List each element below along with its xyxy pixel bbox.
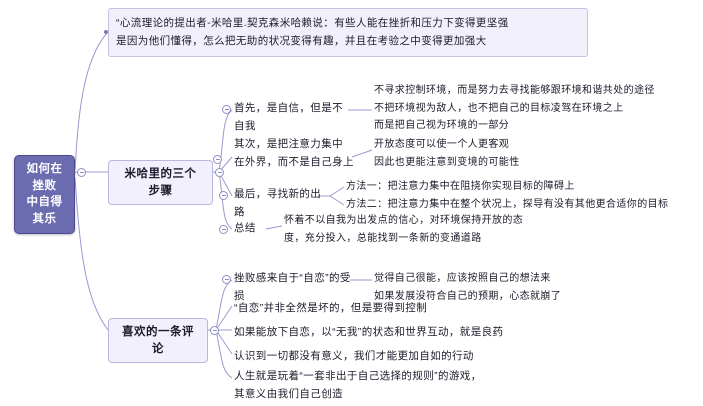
b2-child2-label[interactable]: “自恋”并非全然是坏的，但是要得到控制 — [234, 302, 428, 314]
b1-child1-toggle[interactable] — [222, 105, 231, 114]
b1-child2-toggle[interactable] — [213, 155, 222, 164]
b2-child1-toggle[interactable] — [222, 275, 231, 284]
root-node[interactable]: 如何在挫败 中自得其乐 — [14, 155, 75, 234]
b1-child1-label[interactable]: 首先，是自信，但是不自我 — [234, 102, 343, 132]
b1-child4-detail[interactable]: 怀着不以自我为出发点的信心，对环境保持开放的态 度，充分投入，总能找到一条新的变… — [284, 215, 524, 244]
b1-child2-detail[interactable]: 开放态度可以使一个人更客观 因此也更能注意到变境的可能性 — [374, 139, 520, 168]
b1-child1-detail[interactable]: 不寻求控制环境，而是努力去寻找能够跟环境和谐共处的途径 不把环境视为敌人，也不把… — [374, 85, 655, 131]
b1-child3-detail[interactable]: 方法一：把注意力集中在阻挠你实现目标的障碍上 方法二：把注意力集中在整个状况上，… — [346, 181, 669, 210]
b1-child3-toggle[interactable] — [219, 191, 228, 200]
b2-child5-label[interactable]: 人生就是玩着“一套非出于自己选择的规则”的游戏， 其意义由我们自己创造 — [234, 370, 482, 400]
branch1-collapse-toggle[interactable] — [215, 168, 224, 177]
b1-child4-toggle[interactable] — [219, 225, 228, 234]
quote-anchor-dot — [104, 30, 108, 34]
b2-child3-label[interactable]: 如果能放下自恋，以“无我”的状态和世界互动，就是良药 — [234, 326, 504, 338]
branch-mihaly-three-steps[interactable]: 米哈里的三个步骤 — [108, 160, 213, 206]
branch-favorite-comment[interactable]: 喜欢的一条评论 — [108, 318, 208, 364]
b2-child1-label[interactable]: 挫败感来自于“自恋”的受损 — [234, 272, 351, 302]
branch2-collapse-toggle[interactable] — [210, 326, 219, 335]
b1-child3-label[interactable]: 最后，寻找新的出路 — [234, 188, 322, 218]
root-collapse-toggle[interactable] — [77, 168, 86, 177]
b2-child4-label[interactable]: 认识到一切都没有意义，我们才能更加自如的行动 — [234, 350, 474, 362]
quote-note[interactable]: “心流理论的提出者-米哈里.契克森米哈赖说：有些人能在挫折和压力下变得更坚强 是… — [108, 8, 588, 57]
b1-child4-label[interactable]: 总结 — [234, 222, 256, 234]
b1-child2-label[interactable]: 其次，是把注意力集中 在外界，而不是自己身上 — [234, 138, 354, 168]
b2-child1-detail[interactable]: 觉得自己很能，应该按照自己的想法来 如果发展没符合自己的预期，心态就崩了 — [374, 273, 562, 302]
